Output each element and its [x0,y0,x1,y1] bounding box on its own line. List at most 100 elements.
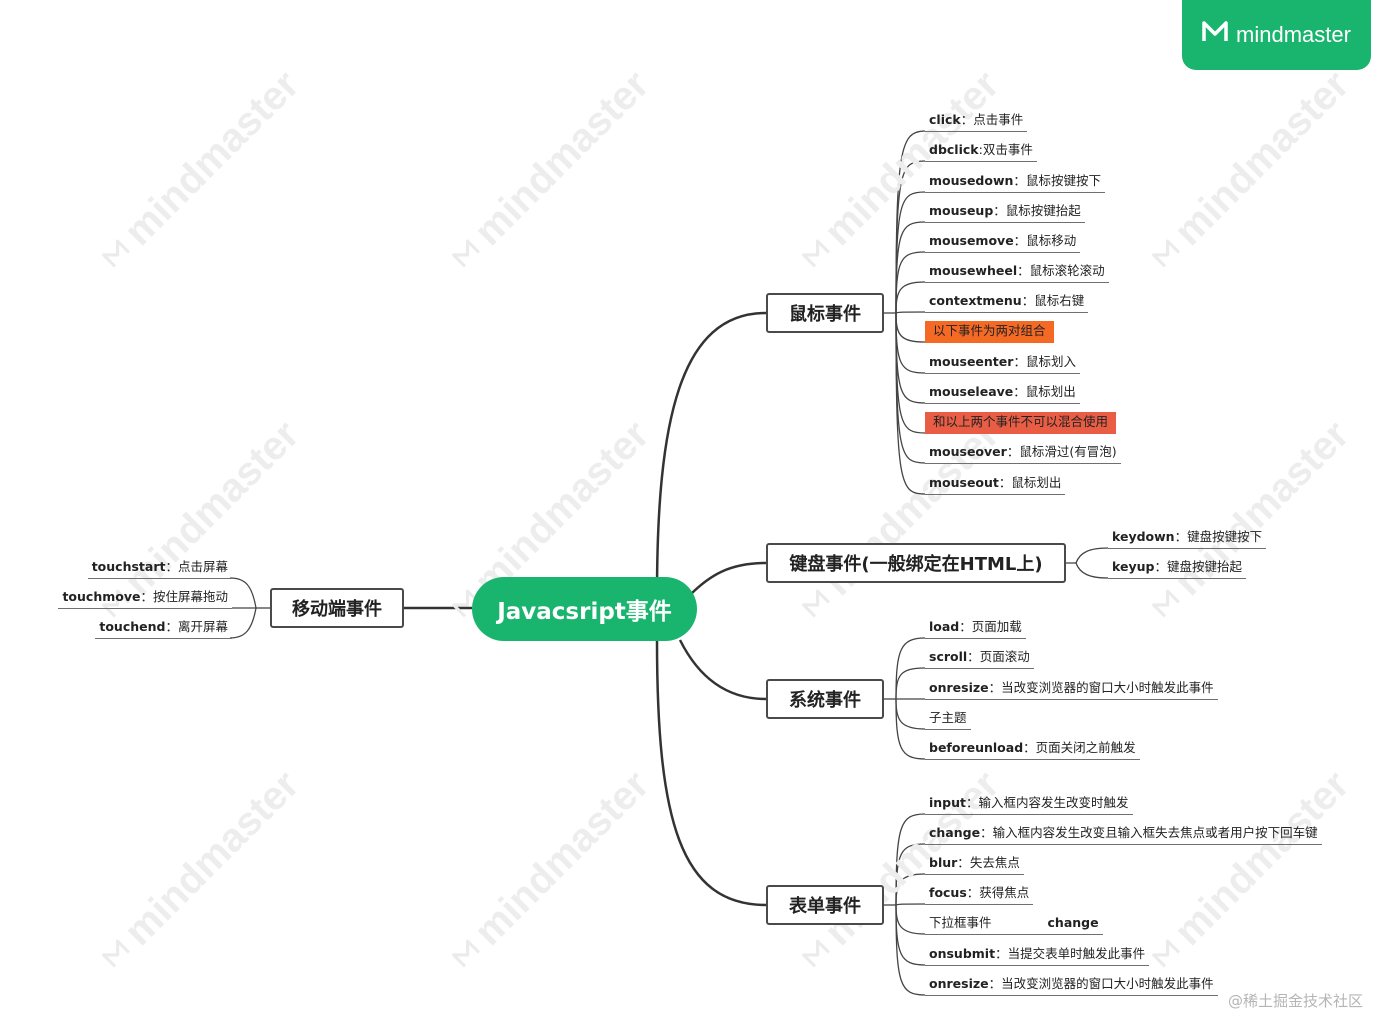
separator: : [978,142,983,157]
separator: ： [966,795,979,810]
central-topic[interactable]: Javacsript事件 [472,577,697,641]
event-description: 鼠标划入 [1025,354,1076,369]
leaf-mouse-note-10[interactable]: 和以上两个事件不可以混合使用 [925,412,1117,434]
separator: ： [995,946,1008,961]
event-name: change [929,825,981,840]
event-name: mouseout [929,475,999,490]
separator: ： [980,825,993,840]
mindmaster-brand-badge: mindmaster [1182,0,1371,70]
leaf-mobile-touchend[interactable]: touchend：离开屏幕 [95,617,232,639]
event-name: mouseup [929,203,994,218]
leaf-system-load[interactable]: load：页面加载 [925,617,1026,639]
separator: ： [1013,233,1027,248]
leaf-mouse-click[interactable]: click：点击事件 [925,110,1028,132]
event-description: 页面滚动 [979,649,1030,664]
event-name: onresize [929,976,989,991]
event-name: blur [929,855,958,870]
leaf-system-onresize[interactable]: onresize：当改变浏览器的窗口大小时触发此事件 [925,678,1218,700]
leaf-form-onsubmit[interactable]: onsubmit：当提交表单时触发此事件 [925,944,1150,966]
event-description: 点击屏幕 [177,559,228,574]
leaf-system-scroll[interactable]: scroll：页面滚动 [925,647,1034,669]
leaf-form-onresize[interactable]: onresize：当改变浏览器的窗口大小时触发此事件 [925,974,1218,996]
separator: ： [1017,263,1030,278]
leaf-mouse-mousemove[interactable]: mousemove：鼠标移动 [925,231,1081,253]
leaf-mouse-mouseenter[interactable]: mouseenter：鼠标划入 [925,352,1080,374]
event-name: keydown [1112,529,1175,544]
leaf-form-focus[interactable]: focus：获得焦点 [925,883,1034,905]
separator: ： [1174,529,1188,544]
branch-node-mouse[interactable]: 鼠标事件 [766,293,884,333]
event-name: beforeunload [929,740,1024,755]
leaf-form-note-4[interactable]: 下拉框事件 change [925,913,1103,935]
leaf-system-beforeunload[interactable]: beforeunload：页面关闭之前触发 [925,738,1140,760]
leaf-form-blur[interactable]: blur：失去焦点 [925,853,1024,875]
branch-node-system[interactable]: 系统事件 [766,679,884,719]
event-name: mousewheel [929,263,1018,278]
separator: ： [959,619,972,634]
event-description: 键盘按键抬起 [1166,559,1242,574]
mindmaster-logo-icon [1202,21,1228,49]
leaf-mouse-mousewheel[interactable]: mousewheel：鼠标滚轮滚动 [925,261,1109,283]
event-description: 双击事件 [982,142,1033,157]
leaf-mouse-dbclick[interactable]: dbclick:双击事件 [925,140,1037,162]
event-name: touchmove [62,589,141,604]
separator: ： [165,559,178,574]
event-suffix: change [1047,915,1099,930]
event-name: scroll [929,649,968,664]
leaf-mouse-mouseleave[interactable]: mouseleave：鼠标划出 [925,382,1080,404]
event-description: 当改变浏览器的窗口大小时触发此事件 [1001,976,1214,991]
event-name: dbclick [929,142,979,157]
event-description: 鼠标移动 [1026,233,1077,248]
separator: ： [988,680,1002,695]
event-name: click [929,112,961,127]
leaf-mouse-note-7[interactable]: 以下事件为两对组合 [925,321,1054,343]
event-name: contextmenu [929,293,1022,308]
event-description: 鼠标按键抬起 [1005,203,1081,218]
leaf-mouse-mouseup[interactable]: mouseup：鼠标按键抬起 [925,201,1085,223]
event-description: 当改变浏览器的窗口大小时触发此事件 [1001,680,1214,695]
event-description: 鼠标滑过(有冒泡) [1019,444,1117,459]
event-description: 获得焦点 [979,885,1030,900]
branch-node-mobile[interactable]: 移动端事件 [270,588,404,628]
event-description: 点击事件 [973,112,1024,127]
separator: ： [967,649,980,664]
branch-node-form[interactable]: 表单事件 [766,885,884,925]
leaf-form-change[interactable]: change：输入框内容发生改变且输入框失去焦点或者用户按下回车键 [925,823,1322,845]
event-name: input [929,795,967,810]
separator: ： [966,885,980,900]
separator: ： [140,589,153,604]
separator: ： [1021,293,1035,308]
leaf-keyboard-keydown[interactable]: keydown：键盘按键按下 [1108,527,1267,549]
event-name: keyup [1112,559,1155,574]
leaf-mouse-contextmenu[interactable]: contextmenu：鼠标右键 [925,291,1089,313]
leaf-keyboard-keyup[interactable]: keyup：键盘按键抬起 [1108,557,1246,579]
event-description: 输入框内容发生改变且输入框失去焦点或者用户按下回车键 [992,825,1318,840]
event-description: 失去焦点 [969,855,1020,870]
event-description: 鼠标右键 [1034,293,1085,308]
leaf-mobile-touchstart[interactable]: touchstart：点击屏幕 [87,557,232,579]
event-name: mouseover [929,444,1007,459]
separator: ： [1023,740,1036,755]
event-name: touchstart [91,559,166,574]
leaf-system-note-3[interactable]: 子主题 [925,708,971,730]
leaf-mouse-mousedown[interactable]: mousedown：鼠标按键按下 [925,171,1105,193]
separator: ： [1006,444,1020,459]
event-description: 下拉框事件 [929,915,992,930]
leaf-mouse-mouseover[interactable]: mouseover：鼠标滑过(有冒泡) [925,442,1121,464]
event-description: 鼠标按键按下 [1025,173,1101,188]
event-description: 按住屏幕拖动 [152,589,228,604]
event-description: 鼠标滚轮滚动 [1029,263,1105,278]
leaf-form-input[interactable]: input：输入框内容发生改变时触发 [925,793,1133,815]
event-name: onresize [929,680,989,695]
leaf-mobile-touchmove[interactable]: touchmove：按住屏幕拖动 [58,587,232,609]
branch-node-keyboard[interactable]: 键盘事件(一般绑定在HTML上) [766,543,1066,583]
separator: ： [960,112,974,127]
event-description: 和以上两个事件不可以混合使用 [933,414,1109,429]
leaf-mouse-mouseout[interactable]: mouseout：鼠标划出 [925,473,1066,495]
event-description: 离开屏幕 [177,619,228,634]
brand-name: mindmaster [1236,22,1351,47]
footer-credit: @稀土掘金技术社区 [1227,992,1363,1010]
event-description: 鼠标划出 [1025,384,1076,399]
event-description: 以下事件为两对组合 [933,323,1046,338]
separator: ： [988,976,1002,991]
